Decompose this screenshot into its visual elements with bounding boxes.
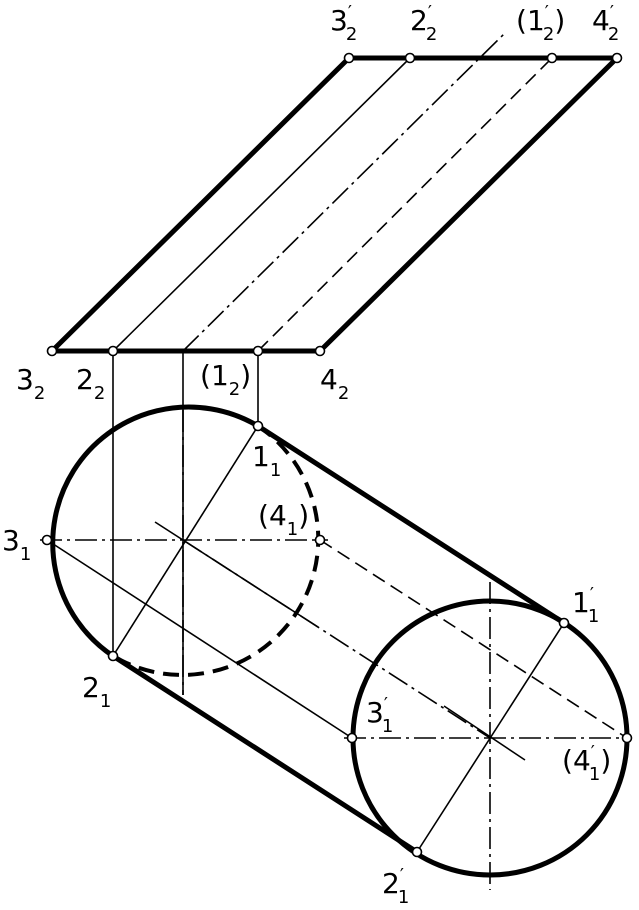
label-2-1: 21	[82, 671, 111, 712]
label-3-2: 32	[16, 363, 45, 404]
point-2-2-prime	[404, 52, 416, 64]
label-1-1-prime: 1′1	[572, 584, 599, 627]
label-1-2-prime: (1′2)	[516, 2, 565, 45]
left-circle-visible	[50, 404, 261, 659]
point-3-1-prime	[346, 732, 358, 744]
label-4-2-prime: 4′2	[592, 2, 619, 45]
label-3-2-prime: 3′2	[330, 2, 357, 45]
label-4-1-prime: (4′1)	[562, 742, 611, 785]
labels: 3′2 2′2 (1′2) 4′2 32 22 (12) 42 11 (41) …	[2, 2, 619, 908]
right-slant-through-centre	[443, 705, 526, 761]
point-4-1	[314, 534, 326, 546]
label-3-1-prime: 3′1	[366, 694, 393, 737]
point-1-1	[252, 420, 264, 432]
generator-3	[46, 539, 353, 739]
generator-1-hidden	[257, 57, 553, 352]
right-edge	[317, 55, 620, 354]
point-4-2-prime	[611, 52, 623, 64]
left-edge	[49, 55, 352, 354]
upper-parallelogram	[49, 32, 620, 354]
point-2-1-prime	[411, 846, 423, 858]
point-2-1	[107, 650, 119, 662]
point-3-2	[46, 345, 58, 357]
point-2-2	[107, 345, 119, 357]
point-3-2-prime	[343, 52, 355, 64]
projection-connectors	[112, 351, 259, 695]
label-2-2: 22	[76, 363, 105, 404]
points	[41, 52, 633, 858]
cylinder-axis	[182, 539, 491, 739]
label-2-1-prime: 2′1	[382, 865, 409, 908]
label-4-2: 42	[320, 363, 349, 404]
label-4-1: (41)	[258, 499, 309, 540]
point-1-1-prime	[558, 617, 570, 629]
outline-upper	[255, 423, 567, 626]
label-3-1: 31	[2, 524, 31, 565]
label-1-1: 11	[252, 440, 281, 481]
cylinder-view	[40, 404, 632, 890]
point-3-1	[41, 534, 53, 546]
left-circle-hidden	[111, 424, 321, 677]
generator-2	[112, 57, 411, 352]
label-1-2: (12)	[200, 359, 251, 400]
axis-line-upper	[182, 32, 506, 352]
label-2-2-prime: 2′2	[410, 2, 437, 45]
point-1-2-prime	[546, 52, 558, 64]
point-4-1-prime	[621, 732, 633, 744]
generator-4-hidden	[319, 539, 628, 739]
outline-lower	[110, 653, 420, 855]
point-4-2	[314, 345, 326, 357]
point-1-2	[252, 345, 264, 357]
